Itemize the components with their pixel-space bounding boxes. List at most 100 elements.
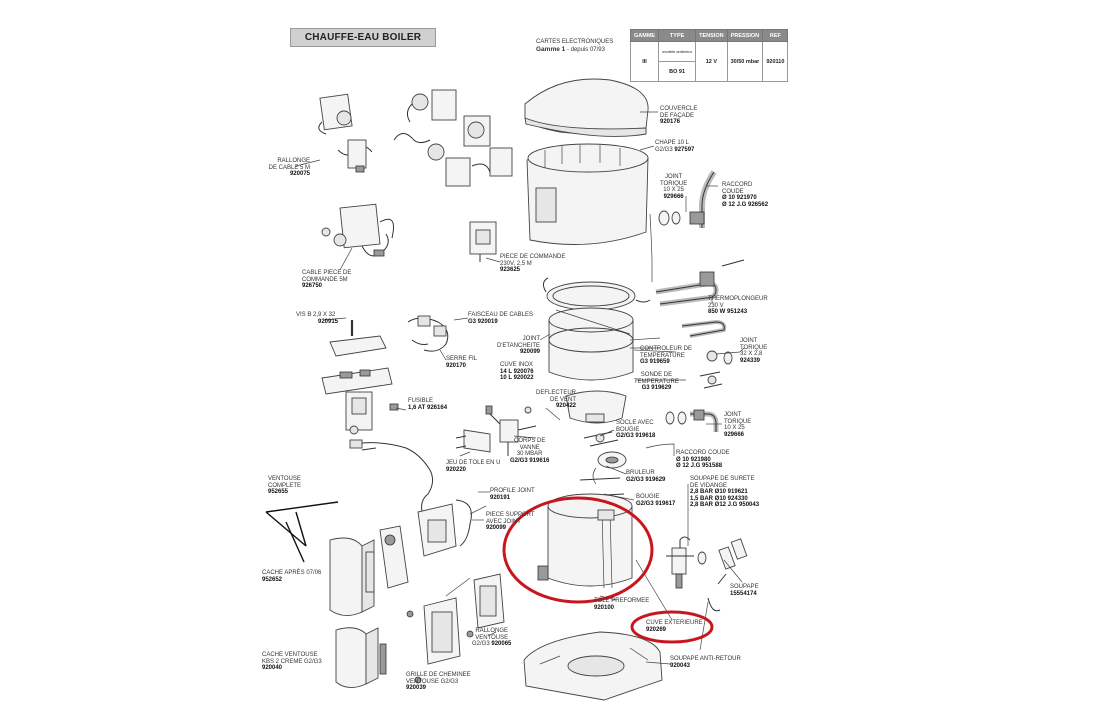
label-line: JOINT <box>724 412 742 418</box>
label-line: CUVE INOX <box>500 362 534 368</box>
spec-cell: 12 V <box>695 41 728 82</box>
base-plate-part <box>523 631 663 701</box>
cartes-electroniques: CARTES ELECTRONIQUES Gamme 1 - depuis 07… <box>536 38 613 54</box>
label-line: TORIQUE <box>740 344 768 351</box>
label-line: SONDE DE <box>640 372 673 378</box>
chape-part <box>526 143 649 245</box>
label-line: 10 X 25 <box>663 187 684 194</box>
label-line: CACHE VENTOUSE <box>262 652 318 658</box>
highlight-cuve-exterieure-ring <box>502 496 654 604</box>
label-line: VIS B 2,9 X 32 <box>296 312 336 318</box>
label-line: COUVERCLE <box>660 106 698 112</box>
label-line: TEMPERATURE <box>640 352 685 359</box>
label-line: VENTOUSE <box>268 476 301 482</box>
label-line: 1,5 BAR Ø10 924330 <box>690 495 748 502</box>
label-line: 15554174 <box>730 590 757 597</box>
label-line: TORIQUE <box>660 180 688 187</box>
label-line: 30 MBAR <box>516 451 543 458</box>
label-line: 1,6 AT 926164 <box>408 404 448 411</box>
spec-row: III modèle antérieur 12 V 30/50 mbar 920… <box>629 41 789 82</box>
control-panels <box>393 89 513 187</box>
label-line: SOUPAPE ANTI-RETOUR <box>670 656 741 662</box>
cuve-inox-part <box>542 277 651 381</box>
label-line: 920170 <box>446 362 467 369</box>
soupape-part <box>707 538 748 612</box>
label-line: G2/G3 919617 <box>636 500 676 507</box>
soupape-surete-part <box>666 536 707 589</box>
piece-commande-part <box>469 221 497 262</box>
label-line: SOUPAPE <box>730 584 759 590</box>
label-line: 920039 <box>406 685 427 692</box>
label-line: 2,8 BAR Ø10 919621 <box>690 489 748 496</box>
label-line: 32 X 2,8 <box>740 351 763 358</box>
label-line: G3 919629 <box>641 385 672 392</box>
spec-header: GAMME <box>629 29 660 42</box>
label-line: BOUGIE <box>616 426 640 433</box>
piece-support-part <box>417 499 487 557</box>
label-line: DEFLECTEUR <box>535 390 576 396</box>
label-line: 920100 <box>594 604 615 611</box>
label-line: 920220 <box>446 466 467 473</box>
label-line: CORPS DE <box>514 438 546 444</box>
label-line: 920269 <box>646 626 667 633</box>
label-line: Ø 10 921980 <box>676 456 711 463</box>
thermoplongeur-part <box>655 259 745 365</box>
label-line: PROFILE JOINT <box>490 488 535 494</box>
label-line: COUDE <box>722 188 744 195</box>
spec-table: GAMME TYPE TENSION PRESSION REF III modè… <box>629 29 789 82</box>
label-line: COMMANDE 5M <box>302 276 348 283</box>
label-line: 920040 <box>262 665 283 672</box>
label-line: 926750 <box>302 283 323 290</box>
label-line: CUVE EXTERIEURE <box>646 620 703 626</box>
label-line: RACCORD <box>722 182 753 188</box>
spec-cell: BO 91 <box>658 61 697 82</box>
label-line: BRULEUR <box>626 470 655 476</box>
spec-cell: III <box>629 41 660 82</box>
cable-harness <box>349 439 434 513</box>
faisceau-part <box>329 315 449 357</box>
label-line: G2/G3 919629 <box>626 476 666 483</box>
label-line: CHAPE 10 L <box>655 140 690 146</box>
label-line: CACHE APRÈS 07/06 <box>262 570 322 576</box>
label-line: RACCORD COUDE <box>676 450 730 456</box>
label-line: DE FAÇADE <box>660 112 695 119</box>
fusible-part <box>321 367 399 435</box>
label-line: 230V, 2,5 M <box>500 260 532 267</box>
label-line: 920176 <box>660 119 681 126</box>
spec-header-row: GAMME TYPE TENSION PRESSION REF <box>629 29 789 42</box>
cache-ventouse-part <box>335 627 387 688</box>
label-line: SERRE FIL <box>446 356 478 362</box>
cartes-line-1: CARTES ELECTRONIQUES <box>536 39 614 45</box>
label-line: Ø 12 J.G 951588 <box>676 463 723 470</box>
label-line: G2/G3 919618 <box>616 433 656 440</box>
label-line: 929666 <box>724 431 745 438</box>
label-line: 10 X 25 <box>724 425 745 432</box>
cuve-exterieure-part <box>537 493 633 589</box>
label-line: THERMOPLONGEUR <box>708 296 768 302</box>
